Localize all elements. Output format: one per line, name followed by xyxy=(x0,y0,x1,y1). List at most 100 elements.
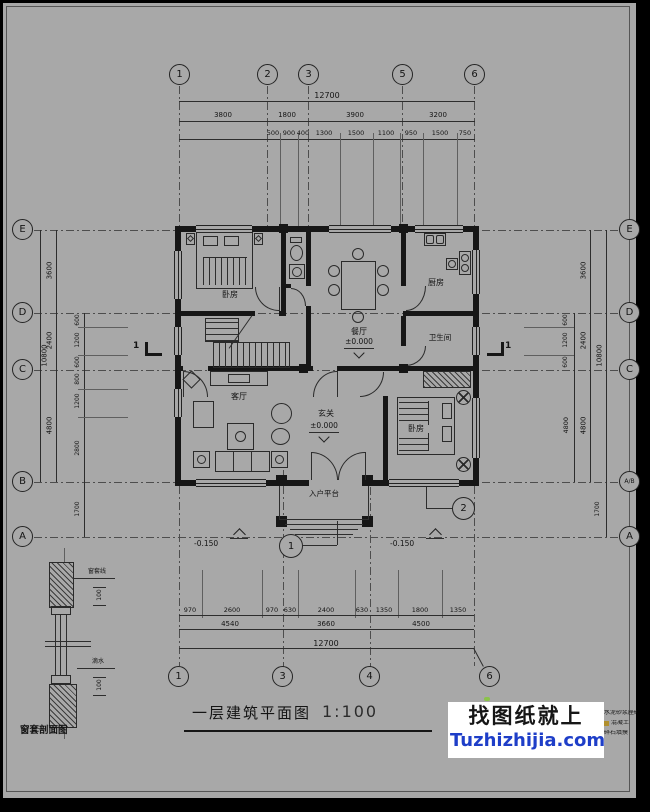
dim-text: 3800 xyxy=(214,111,232,119)
dim-line xyxy=(56,230,57,482)
room-label-dining: 餐厅 xyxy=(351,327,367,336)
side-table xyxy=(271,451,288,468)
ext-line xyxy=(423,133,424,226)
side-table-circle xyxy=(275,455,284,464)
dim-text: 2400 xyxy=(579,331,588,350)
drawing-scale: 1:100 xyxy=(322,702,379,721)
watermark-text-url: Tuzhizhijia.com xyxy=(450,730,606,751)
column xyxy=(276,475,287,486)
axis-bubble-right-A: A xyxy=(619,526,640,547)
frame-edge-right xyxy=(636,0,650,812)
axis-bubble-left-C: C xyxy=(12,359,33,380)
dim-text: 2400 xyxy=(45,331,54,350)
coffee-table-circle xyxy=(235,431,246,442)
toilet-tank xyxy=(290,237,302,243)
door-leaf xyxy=(279,287,280,311)
level-line xyxy=(230,538,248,539)
dim-text: 1200 xyxy=(562,332,569,348)
round-chair xyxy=(271,428,290,445)
chair xyxy=(328,265,340,277)
callout-leader xyxy=(303,545,337,546)
axis-bubble-left-B: B xyxy=(12,471,33,492)
room-label-bedroom2: 卧房 xyxy=(399,425,433,433)
detail-frame-line xyxy=(60,615,61,676)
dim-text: 630 xyxy=(283,606,297,614)
fridge xyxy=(446,258,458,270)
dim-line xyxy=(179,615,474,616)
ext-line xyxy=(457,133,458,226)
side-table xyxy=(193,451,210,468)
porch-edge xyxy=(368,486,369,519)
door-leaf xyxy=(365,452,366,480)
column xyxy=(399,364,408,373)
detail-wall-hatch xyxy=(49,684,77,728)
dim-line xyxy=(179,139,475,140)
watermark-box xyxy=(448,702,604,758)
dim-text: 3200 xyxy=(429,111,447,119)
fridge-circle xyxy=(448,260,456,268)
frame-edge-left xyxy=(0,0,3,812)
dim-text: 3900 xyxy=(346,111,364,119)
section-marker-number: 1 xyxy=(133,341,140,351)
ext-line xyxy=(373,133,374,226)
detail-dim-tick xyxy=(93,587,106,588)
dim-text: 4540 xyxy=(221,620,239,628)
ext-line xyxy=(355,570,356,618)
wall xyxy=(306,306,311,370)
dim-text: 2400 xyxy=(317,606,335,614)
detail-break-line xyxy=(45,646,91,647)
bed xyxy=(196,232,253,289)
dim-text: 2800 xyxy=(74,440,81,456)
axis-line-A xyxy=(34,537,629,538)
inner-frame xyxy=(6,6,630,792)
detail-label: 窗套线 xyxy=(88,568,107,575)
detail-wall-hatch xyxy=(49,562,74,608)
dim-line xyxy=(574,313,575,482)
chair xyxy=(377,284,389,296)
detail-frame-line xyxy=(55,615,56,676)
dim-text: 800 xyxy=(74,373,81,385)
axis-bubble-right-AB: A/B xyxy=(619,471,640,492)
wall xyxy=(175,226,181,486)
window xyxy=(174,251,182,299)
axis-bubble-right-E: E xyxy=(619,219,640,240)
stair-flight-lower xyxy=(213,342,290,368)
nightstand xyxy=(186,233,195,245)
ext-line xyxy=(78,417,128,418)
section-marker xyxy=(145,342,148,356)
axis-bubble-right-C: C xyxy=(619,359,640,380)
axis-bubble-bottom-6: 6 xyxy=(479,666,500,687)
window xyxy=(174,389,182,417)
frame-edge-bottom xyxy=(0,798,650,812)
level-text: -0.150 xyxy=(390,539,415,548)
detail-lintel xyxy=(51,606,71,615)
wall xyxy=(401,226,406,286)
window xyxy=(196,479,266,487)
axis-bubble-left-E: E xyxy=(12,219,33,240)
stove xyxy=(459,251,471,275)
chair xyxy=(352,248,364,260)
dim-text: 1500 xyxy=(347,129,365,137)
round-chair xyxy=(271,403,292,424)
kitchen-sink xyxy=(424,233,446,246)
section-marker xyxy=(487,353,504,356)
dim-text: 3600 xyxy=(45,261,54,280)
callout-leader xyxy=(426,508,452,509)
axis-line-3b xyxy=(283,470,284,667)
burner xyxy=(461,254,469,262)
side-table-circle xyxy=(197,455,206,464)
dim-text: 1350 xyxy=(449,606,467,614)
detail-leader xyxy=(73,578,115,579)
dim-text: 1200 xyxy=(74,332,81,348)
tv-cabinet xyxy=(210,371,268,386)
sofa-divider xyxy=(251,452,252,471)
door-leaf xyxy=(183,371,184,397)
dim-text: 12700 xyxy=(314,91,340,100)
dim-text: 630 xyxy=(355,606,369,614)
section-marker xyxy=(501,342,504,356)
dim-text: 4800 xyxy=(579,416,588,435)
nightstand xyxy=(254,233,263,245)
dim-text: 3600 xyxy=(579,261,588,280)
axis-bubble-right-D: D xyxy=(619,302,640,323)
detail-dim-tick xyxy=(93,677,106,678)
